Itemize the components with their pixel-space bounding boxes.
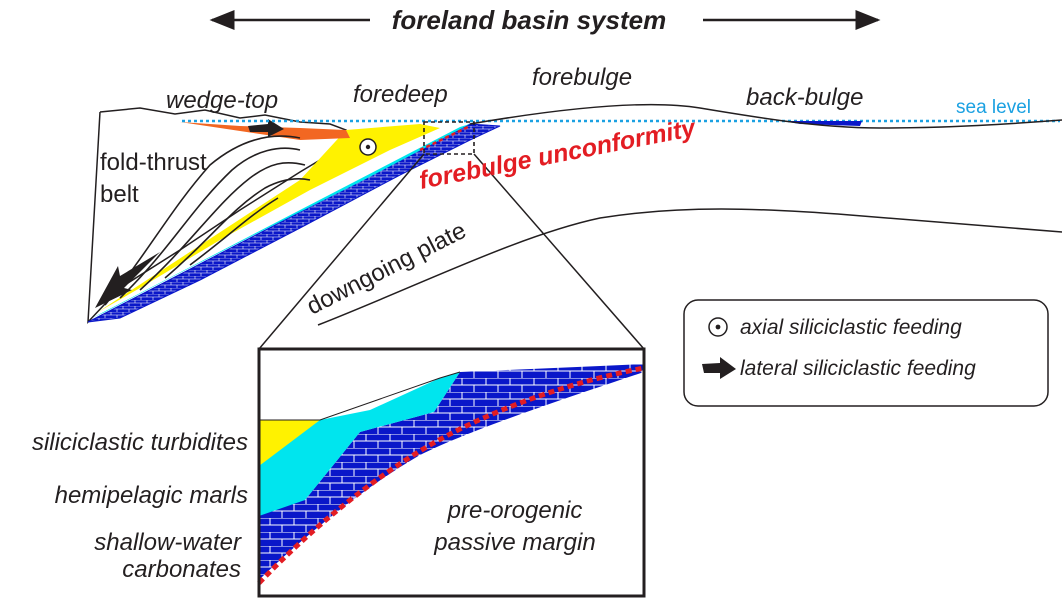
thrust-faults <box>104 135 311 306</box>
lateral-feed-arrow <box>248 119 284 137</box>
legend-lateral-label: lateral siliciclastic feeding <box>740 357 976 380</box>
zoom-line-left <box>258 153 425 350</box>
inset-carbonates <box>259 364 644 596</box>
zoom-box <box>423 121 475 155</box>
back-bulge-deposit <box>782 121 862 126</box>
thrust-arrow <box>95 252 160 308</box>
legend-axial-label: axial siliciclastic feeding <box>740 316 962 339</box>
marls-wedge <box>92 124 470 318</box>
inset-unconformity <box>257 365 645 585</box>
label-back-bulge: back-bulge <box>746 84 863 111</box>
label-sea-level: sea level <box>956 97 1031 118</box>
label-siliciclastic-turbidites: siliciclastic turbidites <box>32 429 248 456</box>
forebulge-surface <box>469 103 1062 129</box>
legend-box <box>683 299 1049 407</box>
label-carbonates: carbonates <box>122 556 241 583</box>
lateral-feed-legend-icon <box>702 357 736 379</box>
label-passive-margin: passive margin <box>433 529 595 556</box>
cross-section <box>87 103 1062 350</box>
inset-turbidites <box>259 420 320 466</box>
diagram-title: foreland basin system <box>392 5 667 35</box>
label-foredeep: foredeep <box>353 81 448 108</box>
label-pre-orogenic: pre-orogenic <box>447 497 583 524</box>
label-forebulge: forebulge <box>532 64 632 91</box>
zoom-line-right <box>473 153 645 350</box>
label-wedge-top: wedge-top <box>166 87 278 114</box>
carbonates-wedge <box>87 123 501 323</box>
title-group: foreland basin system <box>209 5 881 35</box>
legend: axial siliciclastic feeding lateral sili… <box>683 299 1049 407</box>
label-forebulge-unconformity: forebulge unconformity <box>417 114 699 195</box>
forebulge-unconformity-line <box>419 124 471 152</box>
inset-frame <box>257 347 646 598</box>
turbidites-wedge <box>98 124 440 312</box>
label-shallow-water: shallow-water <box>94 529 242 556</box>
label-belt: belt <box>100 181 139 208</box>
label-hemipelagic-marls: hemipelagic marls <box>55 482 248 509</box>
inset-panel: pre-orogenic passive margin <box>257 347 646 598</box>
label-fold-thrust: fold-thrust <box>100 149 207 176</box>
downgoing-plate-base <box>317 208 1062 326</box>
inset-marls <box>259 372 460 516</box>
